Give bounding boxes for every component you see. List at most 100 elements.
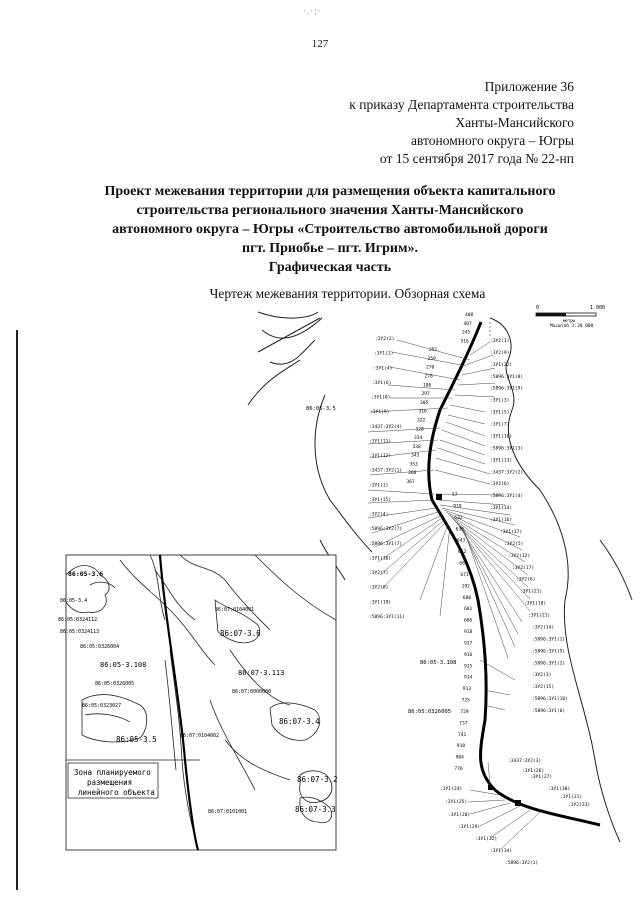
vertex-number: 652 (458, 549, 467, 555)
vertex-number: 316 (419, 409, 428, 415)
appendix-line: от 15 сентября 2017 года № 22-нп (379, 151, 574, 166)
parcel-label: :ЗУ1(18) (524, 601, 546, 607)
parcel-label: :5896:ЗУ1(3) (490, 445, 523, 451)
scale-bar: 0 1 000 метры Масштаб 1:20 000 (535, 305, 605, 329)
vertex-number: 918 (464, 629, 473, 635)
parcel-label: :ЗУ1(32) (475, 836, 497, 842)
parcel-label: :ЗУ2(6) (516, 577, 535, 583)
appendix-line: к приказу Департамента строительства (349, 97, 574, 112)
vertex-number: 297 (422, 391, 431, 397)
parcel-label: :ЗУ1(13) (490, 457, 512, 463)
parcel-label: :5896:ЗУ1(7) (369, 541, 402, 547)
zone-label: 86:05-3.5 (306, 406, 336, 412)
vertex-number: 408 (465, 312, 474, 318)
vertex-number: 516 (461, 338, 470, 344)
vertex-number: 680 (463, 595, 472, 601)
vertex-number: 338 (413, 444, 422, 450)
vertex-number: 305 (420, 400, 429, 406)
vertex-number: 741 (458, 732, 467, 738)
inset-map: 86:05-3.6 86:05:0324112 86:05:0324113 86… (58, 554, 338, 851)
parcel-label: :5896:ЗУ1(2) (532, 660, 565, 666)
parcel-label: :ЗУ2(9) (490, 350, 509, 356)
cadastre-label: 86:07:0104002 (180, 733, 219, 739)
vertex-number: 334 (414, 435, 423, 441)
parcel-label: :ЗУ1(7) (490, 422, 509, 428)
parcel-label: :ЗУ1(6) (372, 380, 391, 386)
scale-max: 1 000 (590, 305, 605, 311)
parcel-label: :5896:ЗУ2(1) (505, 860, 538, 866)
parcel-label: :ЗУ1(11) (369, 438, 391, 444)
parcel-label: :ЗУ2(14) (532, 625, 554, 631)
parcel-label: :5896:ЗУ1(1) (532, 636, 565, 642)
parcel-label: :ЗУ1(17) (500, 529, 522, 535)
parcel-label: :ЗУ2(8) (369, 585, 388, 591)
parcel-label: :ЗУ2(3) (532, 672, 551, 678)
parcel-label: :ЗУ1(22) (490, 362, 512, 368)
parcel-label: :ЗУ2(15) (532, 684, 554, 690)
cadastre-label: 86:05:0324112 (58, 617, 97, 623)
vertex-number: 245 (462, 330, 471, 336)
cadastre-label: 86:05:0326004 (80, 644, 119, 650)
parcel-label: :5896:ЗУ1(6) (532, 708, 565, 714)
appendix-line: Приложение 36 (484, 79, 574, 94)
cadastre-label: 86:07:0104001 (215, 607, 254, 613)
cadastre-label: 86:07:0000000 (232, 689, 271, 695)
parcel-label: :5896:ЗУ1(9) (490, 386, 523, 392)
vertex-number: 686 (464, 618, 473, 624)
vertex-number: 367 (407, 479, 416, 485)
zone-label: 86:07-3.3 (295, 805, 336, 814)
appendix-line: автономного округа – Югры (411, 133, 574, 148)
vertex-number: 328 (416, 426, 425, 432)
parcel-label: :ЗУ1(15) (369, 497, 391, 503)
vertex-number: 407 (464, 321, 473, 327)
parcel-label: :ЗУ1(21) (520, 589, 542, 595)
vertex-number: 270 (426, 365, 435, 371)
parcel-label: :ЗУ1(34) (490, 848, 512, 854)
parcel-label: :ЗУ1(1) (369, 482, 388, 488)
vertex-number: 661 (459, 561, 468, 567)
vertex-number: 910 (457, 743, 466, 749)
parcel-label: :ЗУ1(9) (370, 409, 389, 415)
vertex-number: 913 (463, 686, 472, 692)
vertex-number: 737 (459, 720, 468, 726)
parcel-label: :5896:ЗУ1(10) (532, 696, 568, 702)
cadastre-label: 86:05:0324113 (60, 629, 99, 635)
parcel-label: :ЗУ1(10) (490, 434, 512, 440)
page-number: 127 (311, 38, 329, 50)
parcel-label: :ЗУ2(2) (375, 336, 394, 342)
parcel-label: :ЗУ2(6) (490, 481, 509, 487)
parcel-label: :3437:ЗУ2(4) (369, 424, 402, 430)
parcel-label: :3437:ЗУ2(1) (369, 468, 402, 474)
vertex-number: 917 (464, 640, 473, 646)
vertex-number: 632 (454, 515, 463, 521)
parcel-label: :ЗУ2(1) (490, 338, 509, 344)
parcel-label: :ЗУ2(4) (369, 512, 388, 518)
parcel-label: :ЗУ2(5) (504, 541, 523, 547)
title-line: пгт. Приобье – пгт. Игрим». (242, 241, 418, 256)
parcel-label: :ЗУ1(2) (374, 351, 393, 357)
appendix-line: Ханты-Мансийского (455, 115, 574, 130)
scan-mark: ·.·:· (303, 6, 322, 16)
main-map-outlines (247, 311, 633, 843)
parcel-label: :ЗУ1(3) (490, 398, 509, 404)
cadastre-label: 86:07:0101001 (208, 809, 247, 815)
cadastre-label: 86:05:0323027 (82, 703, 121, 709)
vertex-number: 643 (457, 538, 466, 544)
parcel-label: :ЗУ1(16) (369, 556, 391, 562)
vertex-number: 192 (462, 583, 471, 589)
legend-line: размещения (87, 778, 132, 787)
margin-line (16, 330, 18, 890)
title-line: Проект межевания территории для размещен… (104, 184, 556, 199)
vertex-number: 725 (462, 698, 471, 704)
parcel-label: :5896:ЗУ1(5) (532, 648, 565, 654)
parcel-label: :ЗУ1(24) (440, 786, 462, 792)
bottom-parcel-labels: :3437:ЗУ2(3):ЗУ1(26):ЗУ1(27):ЗУ1(24):ЗУ1… (440, 758, 590, 866)
parcel-label: :ЗУ1(5) (490, 410, 509, 416)
vertex-number: 671 (460, 572, 469, 578)
vertex-number: 353 (410, 461, 419, 467)
parcel-label: :ЗУ1(12) (369, 453, 391, 459)
parcel-label: :5896:ЗУ1(11) (369, 614, 405, 620)
parcel-label: :ЗУ1(21) (528, 613, 550, 619)
parcel-label: :ЗУ2(12) (508, 553, 530, 559)
